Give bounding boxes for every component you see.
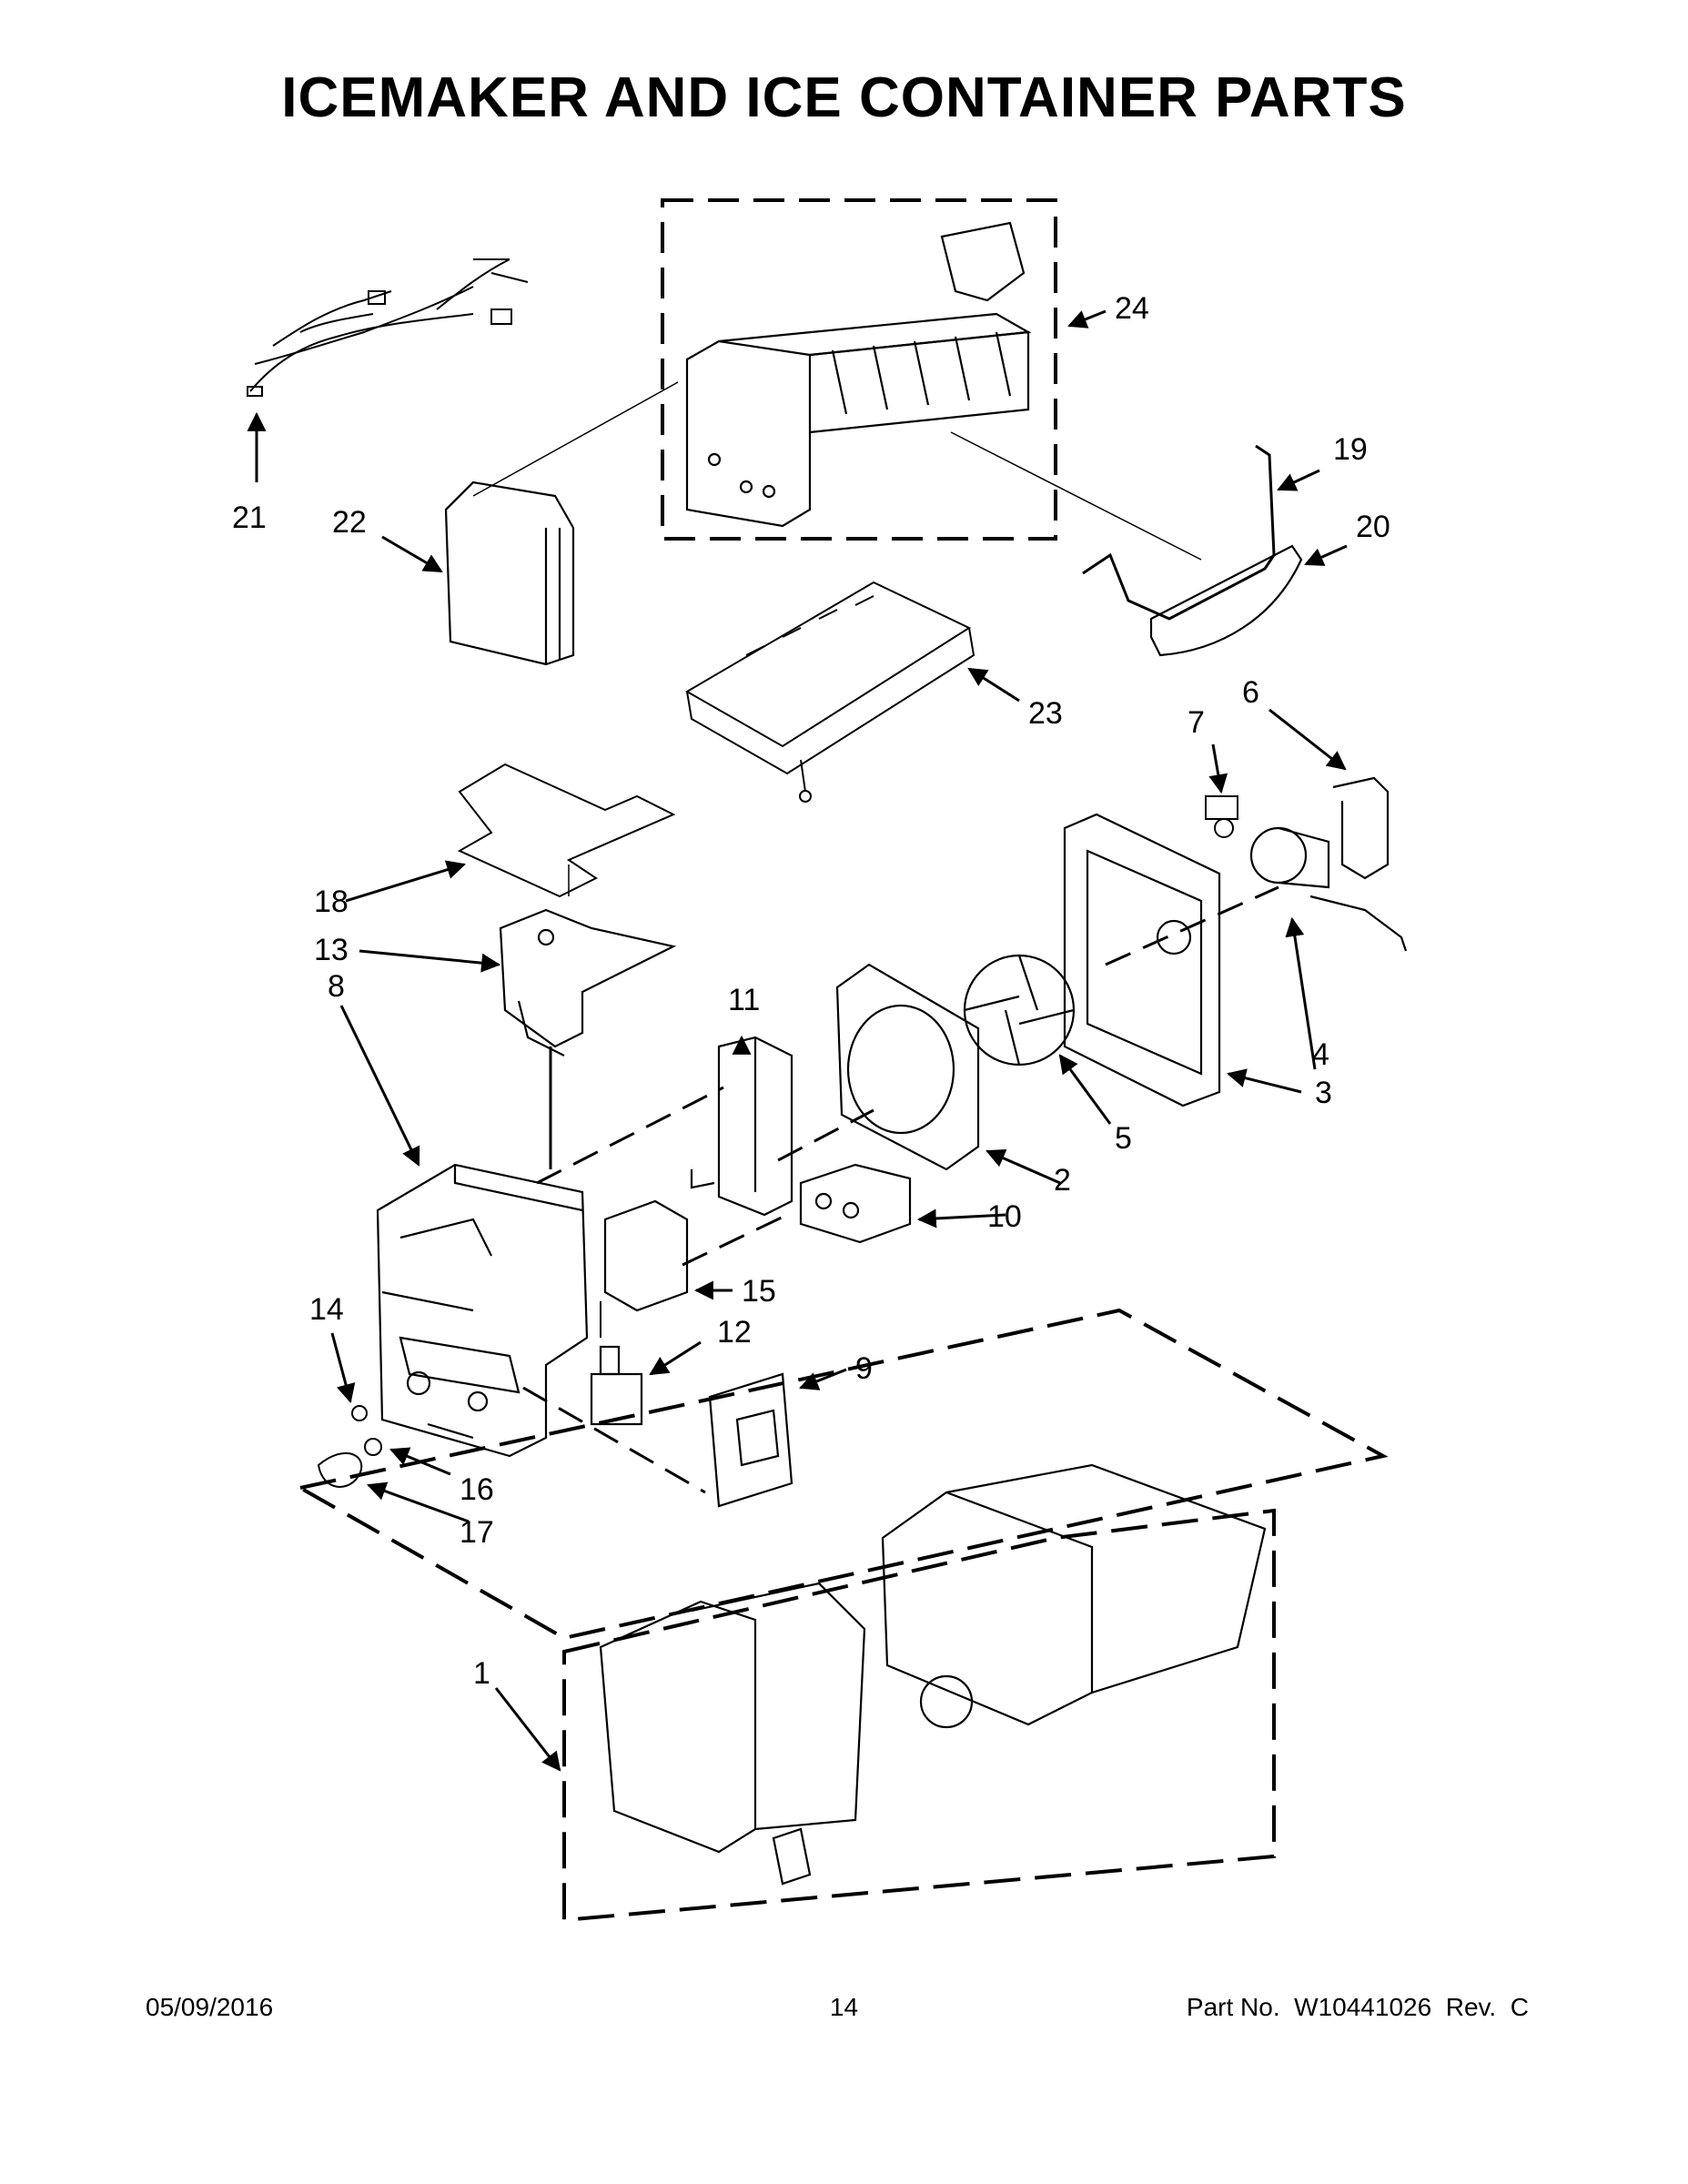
fan-motor-part: [1249, 826, 1408, 952]
callout-7: 7: [1188, 705, 1205, 740]
callout-16: 16: [460, 1472, 494, 1507]
switch-bracket-part: [690, 1036, 793, 1217]
callout-5: 5: [1115, 1121, 1132, 1156]
washer-part: [364, 1438, 382, 1456]
footer-date: 05/09/2016: [146, 1993, 274, 2021]
callout-3: 3: [1315, 1076, 1332, 1110]
wire-harness-part: [247, 258, 529, 397]
foam-insulation-part: [457, 763, 676, 898]
callout-24: 24: [1115, 291, 1149, 326]
callout-21: 21: [232, 500, 267, 535]
callout-11: 11: [728, 983, 760, 1017]
grommet-part: [1205, 795, 1238, 838]
fan-shroud-part: [835, 963, 980, 1171]
callout-20: 20: [1356, 510, 1390, 544]
ice-bin-part: [599, 1463, 1267, 1886]
callout-23: 23: [1028, 696, 1063, 731]
callout-9: 9: [855, 1351, 873, 1386]
callout-2: 2: [1054, 1163, 1071, 1198]
callout-13: 13: [314, 933, 349, 967]
callout-4: 4: [1312, 1037, 1329, 1072]
dispenser-housing-part: [376, 1163, 589, 1458]
callout-18: 18: [314, 885, 349, 919]
callout-1: 1: [473, 1656, 490, 1691]
shutoff-paddle-part: [1149, 544, 1303, 657]
shutoff-arm-part: [1082, 444, 1276, 621]
solenoid-part: [590, 1345, 643, 1426]
callout-19: 19: [1333, 432, 1368, 467]
callout-8: 8: [328, 969, 345, 1004]
icemaker-assembly-box: [661, 198, 1057, 541]
footer-part-number: Part No. W10441026 Rev. C: [1186, 1993, 1529, 2021]
bezel-part: [708, 1372, 793, 1508]
callout-14: 14: [309, 1292, 344, 1327]
ice-chute-door-part: [499, 908, 677, 1057]
callout-10: 10: [987, 1199, 1022, 1234]
callout-15: 15: [742, 1274, 776, 1309]
callout-22: 22: [332, 505, 367, 540]
callout-17: 17: [460, 1515, 494, 1550]
callout-12: 12: [717, 1315, 752, 1350]
solenoid-bracket-part: [603, 1199, 689, 1312]
ice-mold-part: [685, 581, 975, 803]
motor-bracket-part: [1332, 776, 1390, 880]
fan-blade-part: [963, 954, 1076, 1067]
icemaker-assembly-part: [685, 221, 1032, 528]
screw-part: [351, 1405, 368, 1421]
fan-housing-part: [1063, 813, 1221, 1107]
page-title: ICEMAKER AND ICE CONTAINER PARTS: [281, 66, 1407, 129]
footer-page-number: 14: [829, 1993, 859, 2021]
callout-6: 6: [1242, 675, 1259, 710]
auger-motor-part: [799, 1163, 912, 1244]
ice-container-outline: [295, 1308, 1389, 1923]
icemaker-cover-part: [444, 480, 575, 666]
